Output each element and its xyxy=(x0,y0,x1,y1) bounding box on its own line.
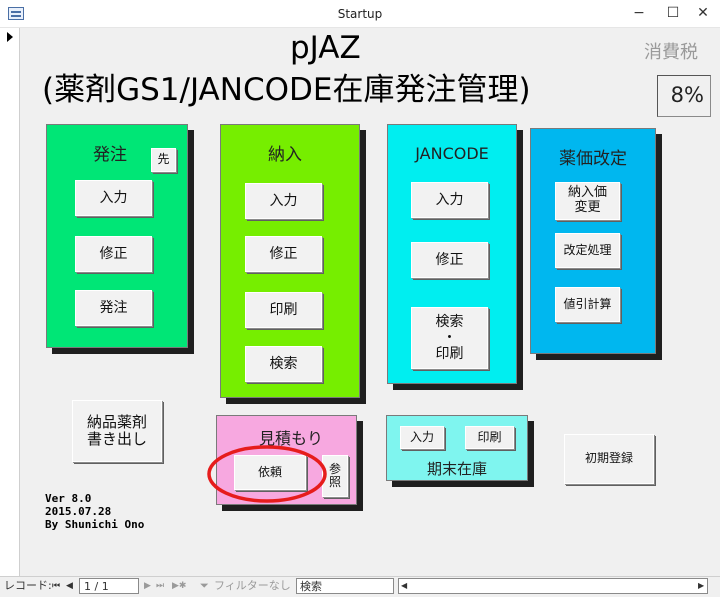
jancode-panel-title: JANCODE xyxy=(415,144,489,163)
jancode-input-button[interactable]: 入力 xyxy=(411,182,488,218)
title-bar xyxy=(0,0,720,28)
horizontal-scrollbar[interactable] xyxy=(398,578,708,594)
new-record-icon[interactable]: ▶✱ xyxy=(172,581,187,591)
annotation-circle xyxy=(207,445,327,503)
version-author: By Shunichi Ono xyxy=(45,518,145,531)
order-panel-title: 発注 xyxy=(93,145,127,165)
jancode-edit-button[interactable]: 修正 xyxy=(411,242,488,278)
next-record-icon[interactable]: ▶ xyxy=(144,581,151,591)
receive-input-button[interactable]: 入力 xyxy=(245,183,322,219)
delivery-price-change-button[interactable]: 納入価 変更 xyxy=(555,182,620,220)
supplier-button[interactable]: 先 xyxy=(151,148,176,172)
record-label: レコード: xyxy=(4,579,52,592)
app-subtitle: (薬剤GS1/JANCODE在庫発注管理) xyxy=(42,72,531,108)
tax-rate-field[interactable]: 8% xyxy=(657,75,711,117)
scroll-left-icon[interactable]: ◀ xyxy=(401,581,408,590)
minimize-button[interactable]: − xyxy=(633,5,645,21)
stock-input-button[interactable]: 入力 xyxy=(400,426,444,449)
first-record-icon[interactable]: ⏮ xyxy=(52,581,61,591)
price-revision-panel-title: 薬価改定 xyxy=(559,149,627,169)
search-input[interactable]: 検索 xyxy=(296,578,394,594)
estimate-panel-title: 見積もり xyxy=(258,429,323,448)
filter-status[interactable]: フィルターなし xyxy=(214,579,291,592)
initial-setup-button[interactable]: 初期登録 xyxy=(564,434,654,484)
version-info: Ver 8.0 2015.07.28 By Shunichi Ono xyxy=(45,492,144,531)
scroll-right-icon[interactable]: ▶ xyxy=(698,581,705,590)
receive-print-button[interactable]: 印刷 xyxy=(245,292,322,328)
record-selector[interactable] xyxy=(0,28,20,576)
stock-print-button[interactable]: 印刷 xyxy=(465,426,514,449)
receive-edit-button[interactable]: 修正 xyxy=(245,236,322,272)
revision-process-button[interactable]: 改定処理 xyxy=(555,233,620,268)
ending-stock-title: 期末在庫 xyxy=(426,460,487,478)
close-button[interactable]: ✕ xyxy=(697,5,709,21)
order-input-button[interactable]: 入力 xyxy=(75,180,152,216)
version-number: Ver 8.0 xyxy=(45,492,92,505)
last-record-icon[interactable]: ⏭ xyxy=(156,581,165,591)
discount-calc-button[interactable]: 値引計算 xyxy=(555,287,620,322)
version-date: 2015.07.28 xyxy=(45,505,112,518)
receive-panel-title: 納入 xyxy=(268,145,302,165)
window-title: Startup xyxy=(337,7,383,21)
filter-icon[interactable]: ⏷ xyxy=(200,579,209,592)
form-icon xyxy=(8,7,24,20)
receive-search-button[interactable]: 検索 xyxy=(245,346,322,382)
record-position-field[interactable]: 1 / 1 xyxy=(79,578,139,594)
order-edit-button[interactable]: 修正 xyxy=(75,236,152,272)
maximize-button[interactable]: ☐ xyxy=(666,5,680,21)
estimate-request-button[interactable]: 依頼 xyxy=(234,455,306,490)
current-record-icon xyxy=(7,32,13,42)
order-place-button[interactable]: 発注 xyxy=(75,290,152,326)
previous-record-icon[interactable]: ◀ xyxy=(66,581,73,591)
export-delivered-drugs-button[interactable]: 納品薬剤 書き出し xyxy=(72,400,162,462)
jancode-search-print-button[interactable]: 検索 ・ 印刷 xyxy=(411,307,488,369)
app-name: pJAZ xyxy=(290,30,361,66)
tax-label: 消費税 xyxy=(644,42,698,63)
